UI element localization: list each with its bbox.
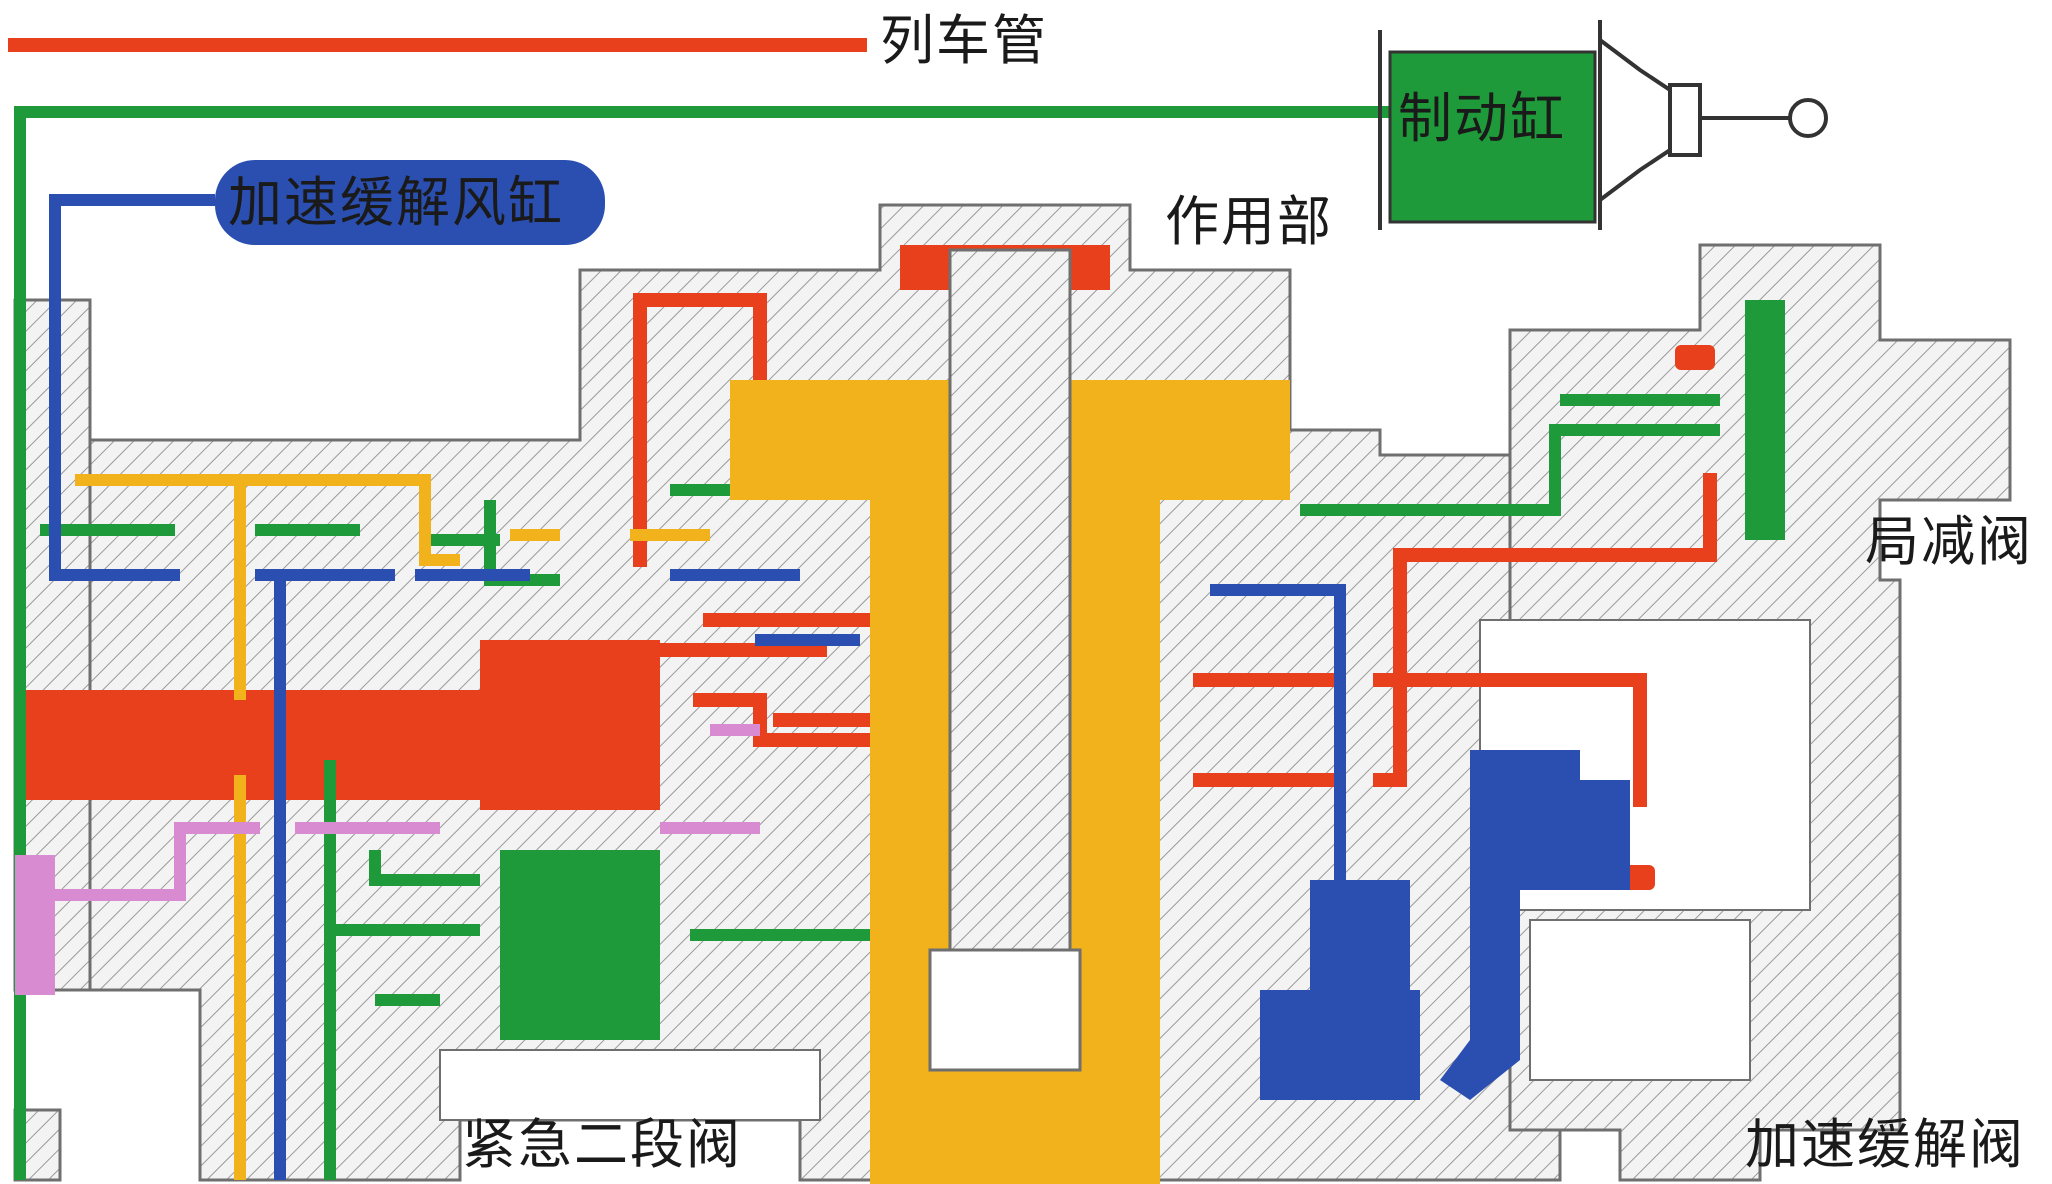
- red-passage-10: [1453, 673, 1647, 807]
- label-accel-release-reservoir: 加速缓解风缸: [228, 171, 564, 234]
- pink-chamber: [15, 855, 55, 995]
- label-accel-release-valve: 加速缓解阀: [1745, 1113, 2025, 1176]
- blue-valve-seat: [1520, 780, 1630, 890]
- accel-reservoir-bodies: [215, 160, 1630, 1100]
- brake-cylinder-bodies: [500, 50, 1785, 1040]
- blue-passage-6: [1210, 584, 1346, 880]
- center-red-chamber: [480, 640, 660, 810]
- label-local-reduction-valve: 局减阀: [1865, 510, 2033, 573]
- brake-cylinder-box: [1388, 50, 1597, 224]
- piston-stem: [928, 248, 1082, 1072]
- lower-cavity: [439, 1049, 821, 1121]
- red-passage-9: [1373, 473, 1717, 787]
- accel-reservoir-pill: [215, 160, 605, 245]
- label-train-pipe: 列车管: [880, 9, 1048, 72]
- pink-passage-1: [40, 822, 260, 901]
- local-valve-red-blob: [1675, 345, 1715, 370]
- yellow-passage-1: [75, 474, 460, 566]
- label-brake-cylinder: 制动缸: [1398, 87, 1566, 150]
- brake-rod-eye: [1788, 98, 1828, 138]
- left-red-chamber: [15, 690, 485, 800]
- label-emergency-second-stage-valve: 紧急二段阀: [462, 1113, 742, 1176]
- red-passage-4: [693, 693, 947, 747]
- pink-passages: [40, 724, 760, 901]
- local-valve-green-piston: [1745, 300, 1785, 540]
- blue-piston-body: [1310, 880, 1410, 1000]
- pink-bodies: [15, 855, 55, 995]
- green-passage-7: [369, 850, 480, 886]
- auxiliary-passages: [75, 474, 710, 1180]
- brake-cylinder-linkage: [1378, 20, 1828, 230]
- blue-reservoir-line: [49, 194, 215, 581]
- red-passage-1: [633, 293, 767, 567]
- blue-piston-base: [1260, 990, 1420, 1100]
- accel-reservoir-passages: [49, 194, 1346, 1180]
- brake-cylinder-main-line: [14, 106, 1390, 1180]
- green-passage-11: [1300, 424, 1720, 516]
- label-service-portion: 作用部: [1165, 190, 1333, 253]
- emergency-valve-green-base: [500, 1000, 580, 1040]
- accel-valve-bottom-cavity: [1529, 919, 1751, 1081]
- blue-valve-arm: [1440, 750, 1580, 1100]
